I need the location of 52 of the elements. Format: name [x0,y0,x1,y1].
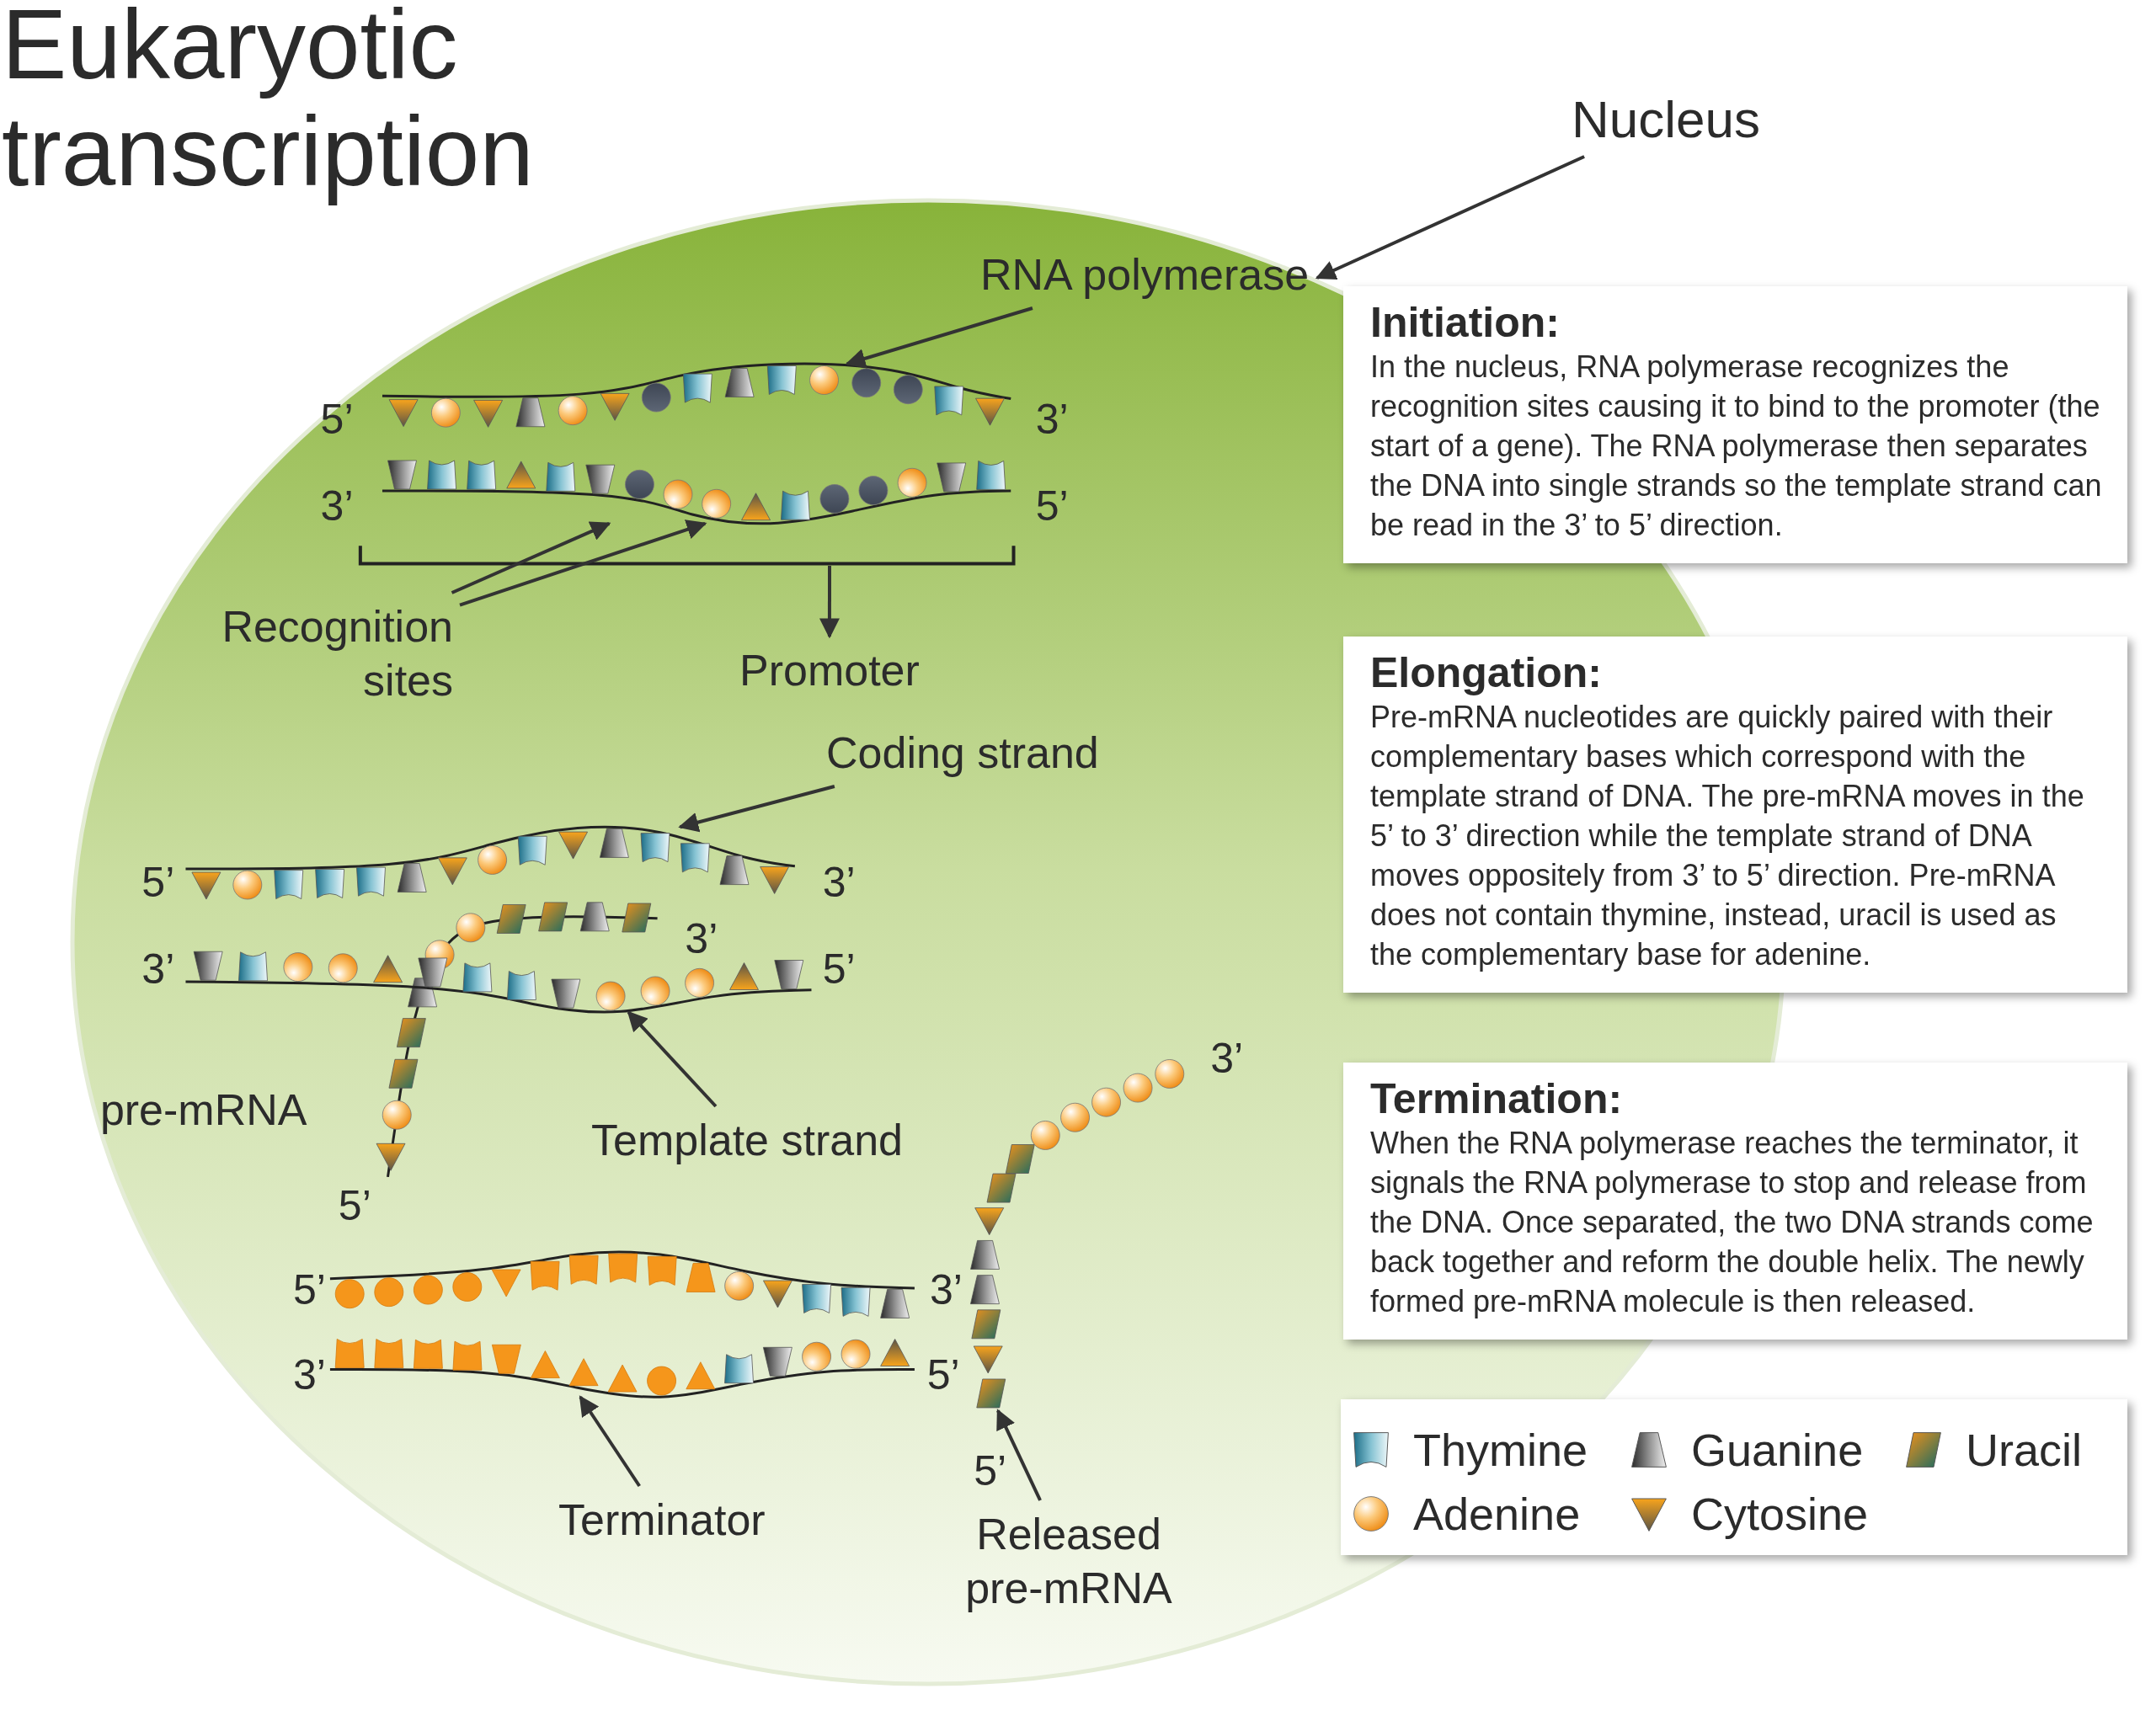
dna-strand-drawing [185,825,796,900]
strand-end-label: 3’ [141,948,175,991]
legend-label: Guanine [1691,1424,1864,1476]
legend-label: Uracil [1966,1424,2082,1476]
strand-end-label: 5’ [292,1268,326,1311]
panel-text: In the nucleus, RNA polymerase recognizes the recognition sites causing it to bind to the promoter (the start of a gene). The RNA polymerase then separates the DNA into single strands so the template strand can be read in the 3’ to 5’ direction. [1370,349,2103,544]
callout-label: Nucleus [1572,89,1760,150]
dna-strand-drawing [329,1250,915,1398]
callout-label: Released pre-mRNA [942,1507,1195,1615]
legend-label: Thymine [1413,1424,1588,1476]
strand-end-label: 5’ [1035,484,1069,527]
strand-end-label: 5’ [338,1185,371,1228]
panel-heading: Elongation: [1370,648,1603,697]
leader-arrow [1315,155,1585,280]
leader-arrow [819,566,840,639]
strand-end-label: 3’ [930,1268,963,1311]
strand-end-label: 3’ [685,918,718,961]
strand-end-label: 3’ [1035,398,1069,441]
callout-label: Template strand [591,1113,903,1167]
strand-end-label: 5’ [926,1354,960,1396]
info-panel [1343,637,2127,993]
callout-label: Recognition sites [175,599,453,707]
strand-end-label: 3’ [822,861,856,904]
strand-end-label: 3’ [1210,1037,1244,1080]
strand-end-label: 3’ [292,1354,326,1396]
info-panel [1343,286,2127,563]
panel-heading: Initiation: [1370,298,1561,347]
callout-label: Promoter [739,643,920,697]
leader-arrow [996,1409,1042,1501]
leader-arrow [845,306,1033,369]
info-panel [1343,1063,2127,1340]
callout-label: RNA polymerase [980,248,1310,301]
legend-label: Cytosine [1691,1488,1869,1540]
leader-arrow [627,1010,718,1108]
callout-label: Coding strand [826,726,1099,780]
strand-end-label: 3’ [320,484,354,527]
leader-arrow [451,521,611,594]
strand-end-label: 5’ [141,861,175,904]
leader-arrow [459,519,707,607]
panel-heading: Termination: [1370,1074,1624,1123]
strand-end-label: 5’ [822,948,856,991]
leader-arrow [678,785,835,833]
callout-label: Terminator [558,1493,766,1547]
rna-strand-drawing [970,1059,1185,1409]
panel-text: When the RNA polymerase reaches the terminator, it signals the RNA polymerase to stop and release from the DNA. Once separated, the two DNA strands come back together and reform the double helix. The newly formed pre-mRNA molecule is then released. [1370,1125,2095,1320]
strand-end-label: 5’ [320,398,354,441]
diagram-title: Eukaryotic transcription [2,0,535,205]
leader-arrow [579,1395,641,1488]
legend-label: Adenine [1413,1488,1581,1540]
dna-strand-drawing [382,362,1011,525]
strand-end-label: 5’ [974,1450,1007,1493]
panel-text: Pre-mRNA nucleotides are quickly paired with their complementary bases which correspond with the template strand of DNA. The pre-mRNA moves in the 5’ to 3’ direction while the template strand of DNA moves oppositely from 3’ to 5’ direction. Pre-mRNA does not contain thymine, instead, uracil is used as the complementary base for adenine. [1370,699,2085,973]
